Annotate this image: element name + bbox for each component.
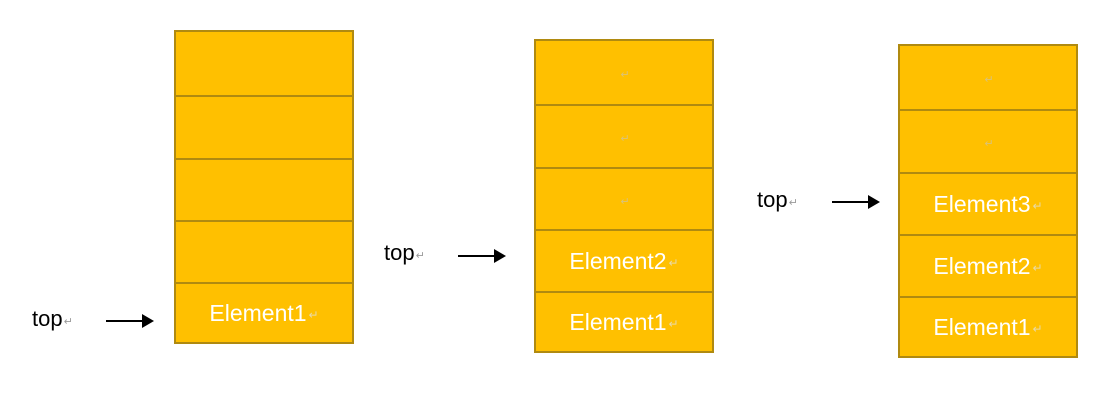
return-mark-icon: ↵ — [63, 315, 73, 328]
stack-3: ↵ ↵ Element3↵ Element2↵ Element1↵ — [898, 44, 1078, 358]
stack-1-slot-4 — [176, 95, 352, 158]
return-mark-icon: ↵ — [984, 74, 994, 86]
stack-2-slot-5: ↵ — [536, 41, 712, 104]
arrow-icon — [106, 314, 154, 328]
return-mark-icon: ↵ — [668, 317, 679, 331]
return-mark-icon: ↵ — [788, 196, 798, 209]
return-mark-icon: ↵ — [1032, 199, 1043, 213]
stack-1-slot-5 — [176, 32, 352, 95]
arrow-icon — [458, 249, 506, 263]
top-pointer-label-2: top↵ — [384, 240, 425, 266]
stack-2-slot-4: ↵ — [536, 104, 712, 167]
stack-1-slot-1: Element1↵ — [176, 282, 352, 342]
stack-3-slot-3: Element3↵ — [900, 172, 1076, 234]
top-pointer-label-3: top↵ — [757, 187, 798, 213]
stack-2-slot-1: Element1↵ — [536, 291, 712, 351]
stack-3-slot-2: Element2↵ — [900, 234, 1076, 296]
return-mark-icon: ↵ — [620, 69, 630, 81]
stack-1: Element1↵ — [174, 30, 354, 344]
return-mark-icon: ↵ — [620, 195, 630, 208]
stack-3-slot-5: ↵ — [900, 46, 1076, 109]
stack-2-slot-3: ↵ — [536, 167, 712, 229]
return-mark-icon: ↵ — [1032, 322, 1043, 336]
arrow-icon — [832, 195, 880, 209]
return-mark-icon: ↵ — [668, 256, 679, 270]
stack-1-slot-2 — [176, 220, 352, 282]
return-mark-icon: ↵ — [620, 133, 630, 145]
return-mark-icon: ↵ — [984, 138, 994, 150]
top-label-text: top — [757, 187, 788, 212]
top-label-text: top — [32, 306, 63, 331]
stack-1-element-label: Element1 — [209, 299, 307, 326]
stack-3-element-label: Element2 — [933, 252, 1031, 279]
top-label-text: top — [384, 240, 415, 265]
stack-3-slot-4: ↵ — [900, 109, 1076, 172]
stack-3-element-label: Element1 — [933, 313, 1031, 340]
return-mark-icon: ↵ — [415, 249, 425, 262]
return-mark-icon: ↵ — [308, 308, 319, 322]
return-mark-icon: ↵ — [1032, 261, 1043, 275]
stack-3-slot-1: Element1↵ — [900, 296, 1076, 356]
stack-2-slot-2: Element2↵ — [536, 229, 712, 291]
top-pointer-label-1: top↵ — [32, 306, 73, 332]
stack-2-element-label: Element1 — [569, 308, 667, 335]
stack-1-slot-3 — [176, 158, 352, 220]
stack-2-element-label: Element2 — [569, 247, 667, 274]
stack-2: ↵ ↵ ↵ Element2↵ Element1↵ — [534, 39, 714, 353]
stack-3-element-label: Element3 — [933, 190, 1031, 217]
